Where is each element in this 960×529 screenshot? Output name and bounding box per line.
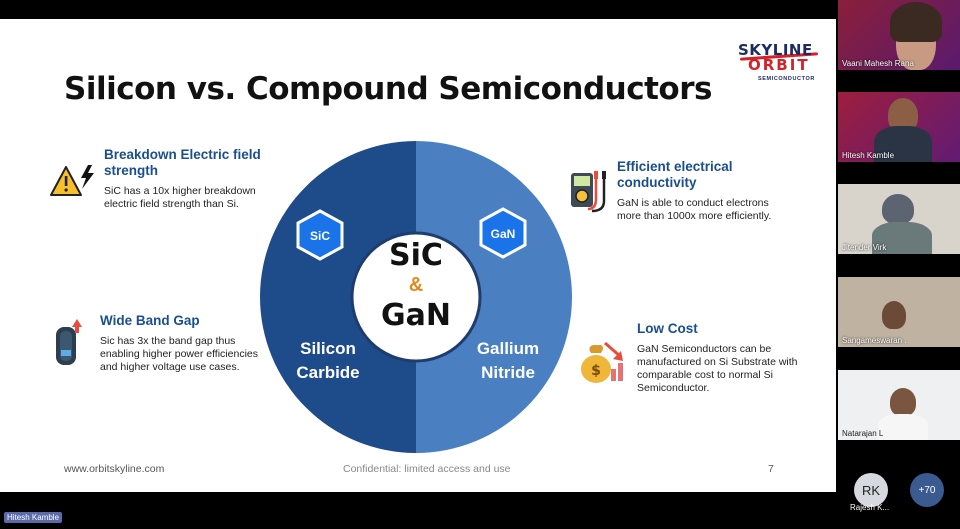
- avatar[interactable]: RK: [854, 473, 888, 507]
- more-participants-button[interactable]: +70: [910, 473, 944, 507]
- gan-half: [416, 141, 572, 453]
- logo-line2: ORBIT: [748, 56, 810, 74]
- battery-charging-icon: [50, 317, 86, 374]
- participant-name: Jitender Virk: [842, 243, 887, 252]
- multimeter-icon: [568, 169, 612, 218]
- gan-badge-label: GaN: [490, 227, 516, 241]
- feature-band-gap: Wide Band Gap Sic has 3x the band gap th…: [100, 313, 275, 374]
- svg-text:$: $: [591, 363, 601, 379]
- feature-body: GaN Semiconductors can be manufactured o…: [637, 343, 798, 394]
- participant-tile[interactable]: Natarajan L: [838, 370, 960, 440]
- presenter-label: Hitesh Kamble: [4, 512, 63, 523]
- center-circle: [350, 231, 482, 363]
- page-number: 7: [768, 463, 774, 475]
- logo-line1: SKYLINE: [738, 41, 813, 59]
- feature-body: GaN is able to conduct electrons more th…: [617, 197, 772, 222]
- center-text-top: SiC: [389, 238, 443, 273]
- feature-body: Sic has 3x the band gap thus enabling hi…: [100, 335, 258, 373]
- footer-url: www.orbitskyline.com: [64, 463, 165, 475]
- participant-name: Hitesh Kamble: [842, 151, 895, 160]
- center-text-bottom: GaN: [381, 298, 451, 333]
- avatar-name: Rajesh K...: [850, 503, 890, 512]
- center-ampersand: &: [408, 274, 424, 296]
- presentation-slide: Silicon vs. Compound Semiconductors SKYL…: [0, 19, 836, 492]
- feature-title: Low Cost: [637, 321, 698, 336]
- money-bag-icon: $: [577, 339, 627, 390]
- participant-tile[interactable]: Jitender Virk: [838, 184, 960, 254]
- sic-half: [260, 141, 416, 453]
- sic-hexagon: [296, 209, 344, 261]
- logo-line3: SEMICONDUCTOR: [758, 76, 815, 82]
- gan-hexagon: [479, 207, 527, 259]
- footer-confidential: Confidential: limited access and use: [343, 463, 511, 475]
- feature-title: Wide Band Gap: [100, 313, 200, 328]
- feature-low-cost: Low Cost GaN Semiconductors can be manuf…: [637, 321, 812, 395]
- participant-tile[interactable]: Sangameswaran .: [838, 277, 960, 347]
- sic-badge-label: SiC: [309, 229, 330, 243]
- warning-high-voltage-icon: [50, 161, 98, 206]
- company-logo: SKYLINE ORBIT SEMICONDUCTOR: [738, 41, 822, 85]
- participant-name: Vaani Mahesh Rana: [842, 59, 914, 68]
- participant-name: Natarajan L: [842, 429, 884, 438]
- feature-conductivity: Efficient electrical conductivity GaN is…: [617, 159, 787, 223]
- participant-tile[interactable]: Vaani Mahesh Rana: [838, 0, 960, 70]
- feature-body: SiC has a 10x higher breakdown electric …: [104, 185, 256, 210]
- slide-title: Silicon vs. Compound Semiconductors: [64, 71, 712, 107]
- participant-name: Sangameswaran .: [842, 336, 907, 345]
- feature-title: Efficient electrical conductivity: [617, 159, 733, 190]
- participant-panel: Vaani Mahesh Rana Hitesh Kamble Jitender…: [838, 0, 960, 529]
- participant-tile[interactable]: Hitesh Kamble: [838, 92, 960, 162]
- feature-breakdown: Breakdown Electric field strength SiC ha…: [104, 147, 279, 211]
- feature-title: Breakdown Electric field strength: [104, 147, 261, 178]
